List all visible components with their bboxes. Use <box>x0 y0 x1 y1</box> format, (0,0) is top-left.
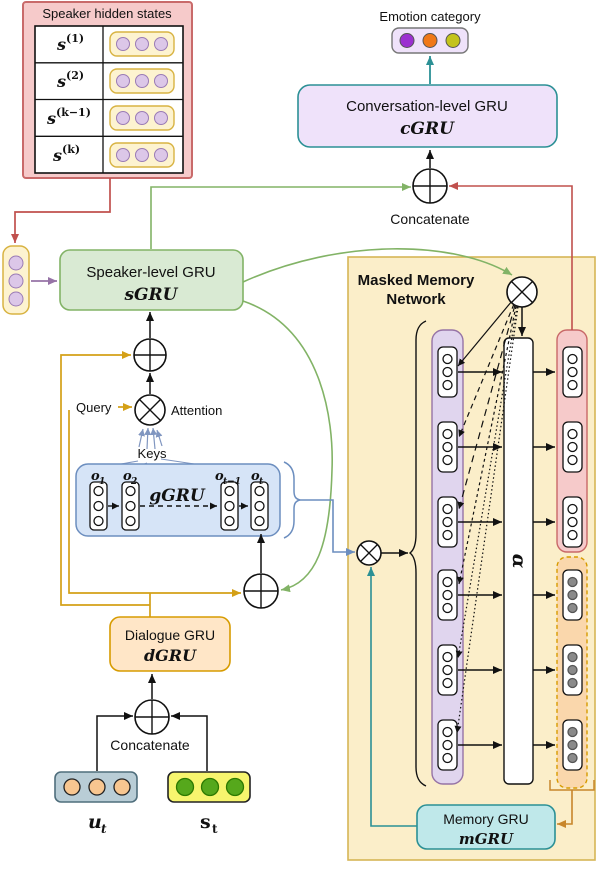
row1-symbol: s <box>56 35 66 54</box>
memory-input-column <box>431 329 464 785</box>
speaker-panel-title: Speaker hidden states <box>42 6 172 21</box>
row2-symbol: s <box>56 72 66 91</box>
speaker-vector-input: s t <box>167 771 251 836</box>
cgru-box <box>297 84 558 148</box>
mgru-box <box>416 804 556 850</box>
ggru-symbol: gGRU <box>149 486 206 506</box>
mgru-recurrence-connector <box>367 567 417 827</box>
svg-text:2: 2 <box>130 477 137 487</box>
attention-fan-lines <box>454 300 519 734</box>
conversation-level-gru: Conversation-level GRU cGRU <box>297 84 558 148</box>
row4-superscript: (k) <box>62 143 80 156</box>
sgru-box <box>59 249 244 311</box>
sgru-symbol: sGRU <box>123 285 178 305</box>
memory-broadcast-brace <box>408 320 427 787</box>
masked-memory-network: Masked Memory Network α <box>347 256 596 861</box>
attention-weights-column <box>503 337 534 785</box>
memory-to-concat-connector <box>449 182 573 330</box>
svg-text:o: o <box>215 469 224 484</box>
attention-multiply-node: Attention <box>134 394 222 426</box>
speaker-row-labels: s (1) s (2) s (k−1) s (k) <box>46 32 91 165</box>
row2-superscript: (2) <box>66 69 84 82</box>
ggru-units <box>89 481 269 531</box>
memory-network-title-line2: Network <box>386 291 446 308</box>
svg-text:o: o <box>91 469 100 484</box>
memory-read-arrows <box>458 368 502 749</box>
svg-text:1: 1 <box>99 477 105 487</box>
ggru-to-memory-connector <box>300 499 355 556</box>
alpha-label: α <box>508 554 530 569</box>
sgru-name: Speaker-level GRU <box>86 264 215 281</box>
attention-label: Attention <box>171 403 222 418</box>
emotion-dot-2 <box>422 33 438 48</box>
keys-label: Keys <box>138 446 167 461</box>
row1-superscript: (1) <box>66 32 84 45</box>
query-label: Query <box>76 400 112 415</box>
hidden-state-select-connector <box>11 178 111 243</box>
utterance-symbol: u <box>88 811 102 833</box>
utterance-to-concat-connector <box>96 712 133 771</box>
memory-input-cells <box>437 346 458 771</box>
emotion-dot-1 <box>399 33 415 48</box>
cgru-name: Conversation-level GRU <box>346 98 508 115</box>
sgru-recurrence-curve <box>242 300 333 593</box>
mgru-name: Memory GRU <box>443 811 529 827</box>
utterance-subscript: t <box>101 822 107 836</box>
mgru-symbol: mGRU <box>459 830 514 848</box>
svg-text:o: o <box>251 469 260 484</box>
svg-text:t: t <box>259 477 264 487</box>
dgru-symbol: dGRU <box>144 646 197 665</box>
sgru-to-memory-multiply-curve <box>242 248 513 283</box>
emotion-category-label: Emotion category <box>379 9 481 24</box>
memory-output-cells <box>562 346 583 548</box>
masked-memory-cells <box>562 569 583 771</box>
ggru-output-brace <box>283 461 301 539</box>
concat-ggru-node <box>243 573 279 609</box>
speaker-to-concat-connector <box>171 712 208 771</box>
svg-text:t−1: t−1 <box>223 477 241 487</box>
query-context-wiring <box>60 351 241 618</box>
masked-to-mgru-connector <box>557 790 573 828</box>
speaker-vector-symbol: s <box>200 811 211 833</box>
memory-input-multiply-node <box>356 540 382 566</box>
row3-superscript: (k−1) <box>56 106 91 119</box>
global-gru: o 1 o 2 o t−1 o t gGRU <box>75 461 301 539</box>
speaker-vector-subscript: t <box>212 822 218 836</box>
row4-symbol: s <box>52 146 62 165</box>
emotion-dot-3 <box>445 33 461 48</box>
speaker-level-gru: Speaker-level GRU sGRU <box>59 249 244 311</box>
memory-network-background <box>347 256 596 861</box>
dgru-box <box>109 616 231 672</box>
utterance-input: u t <box>54 771 138 836</box>
speaker-table-gridlines <box>35 26 183 173</box>
speaker-state-input <box>2 245 30 315</box>
concatenate-top-node: Concatenate <box>390 168 470 227</box>
emotion-output: Emotion category <box>379 9 481 54</box>
svg-text:o: o <box>123 469 132 484</box>
concat-bottom-node: Concatenate <box>110 699 190 753</box>
speaker-hidden-states-panel: Speaker hidden states s (1) s (2) s (k−1… <box>22 1 193 179</box>
cgru-symbol: cGRU <box>400 119 455 139</box>
ggru-unit-labels: o 1 o 2 o t−1 o t <box>91 469 264 487</box>
concat-mid-node <box>133 338 167 372</box>
sgru-to-concat-connector <box>150 183 411 249</box>
speaker-row-state-vectors <box>109 31 175 168</box>
row3-symbol: s <box>46 109 56 128</box>
memory-attention-multiply-node <box>506 276 538 308</box>
memory-write-arrows <box>533 368 555 749</box>
concatenate-bottom-label: Concatenate <box>110 737 190 753</box>
dgru-name: Dialogue GRU <box>125 627 215 643</box>
dialogue-gru: Dialogue GRU dGRU <box>109 616 231 672</box>
concatenate-top-label: Concatenate <box>390 211 470 227</box>
memory-network-title-line1: Masked Memory <box>358 272 475 289</box>
